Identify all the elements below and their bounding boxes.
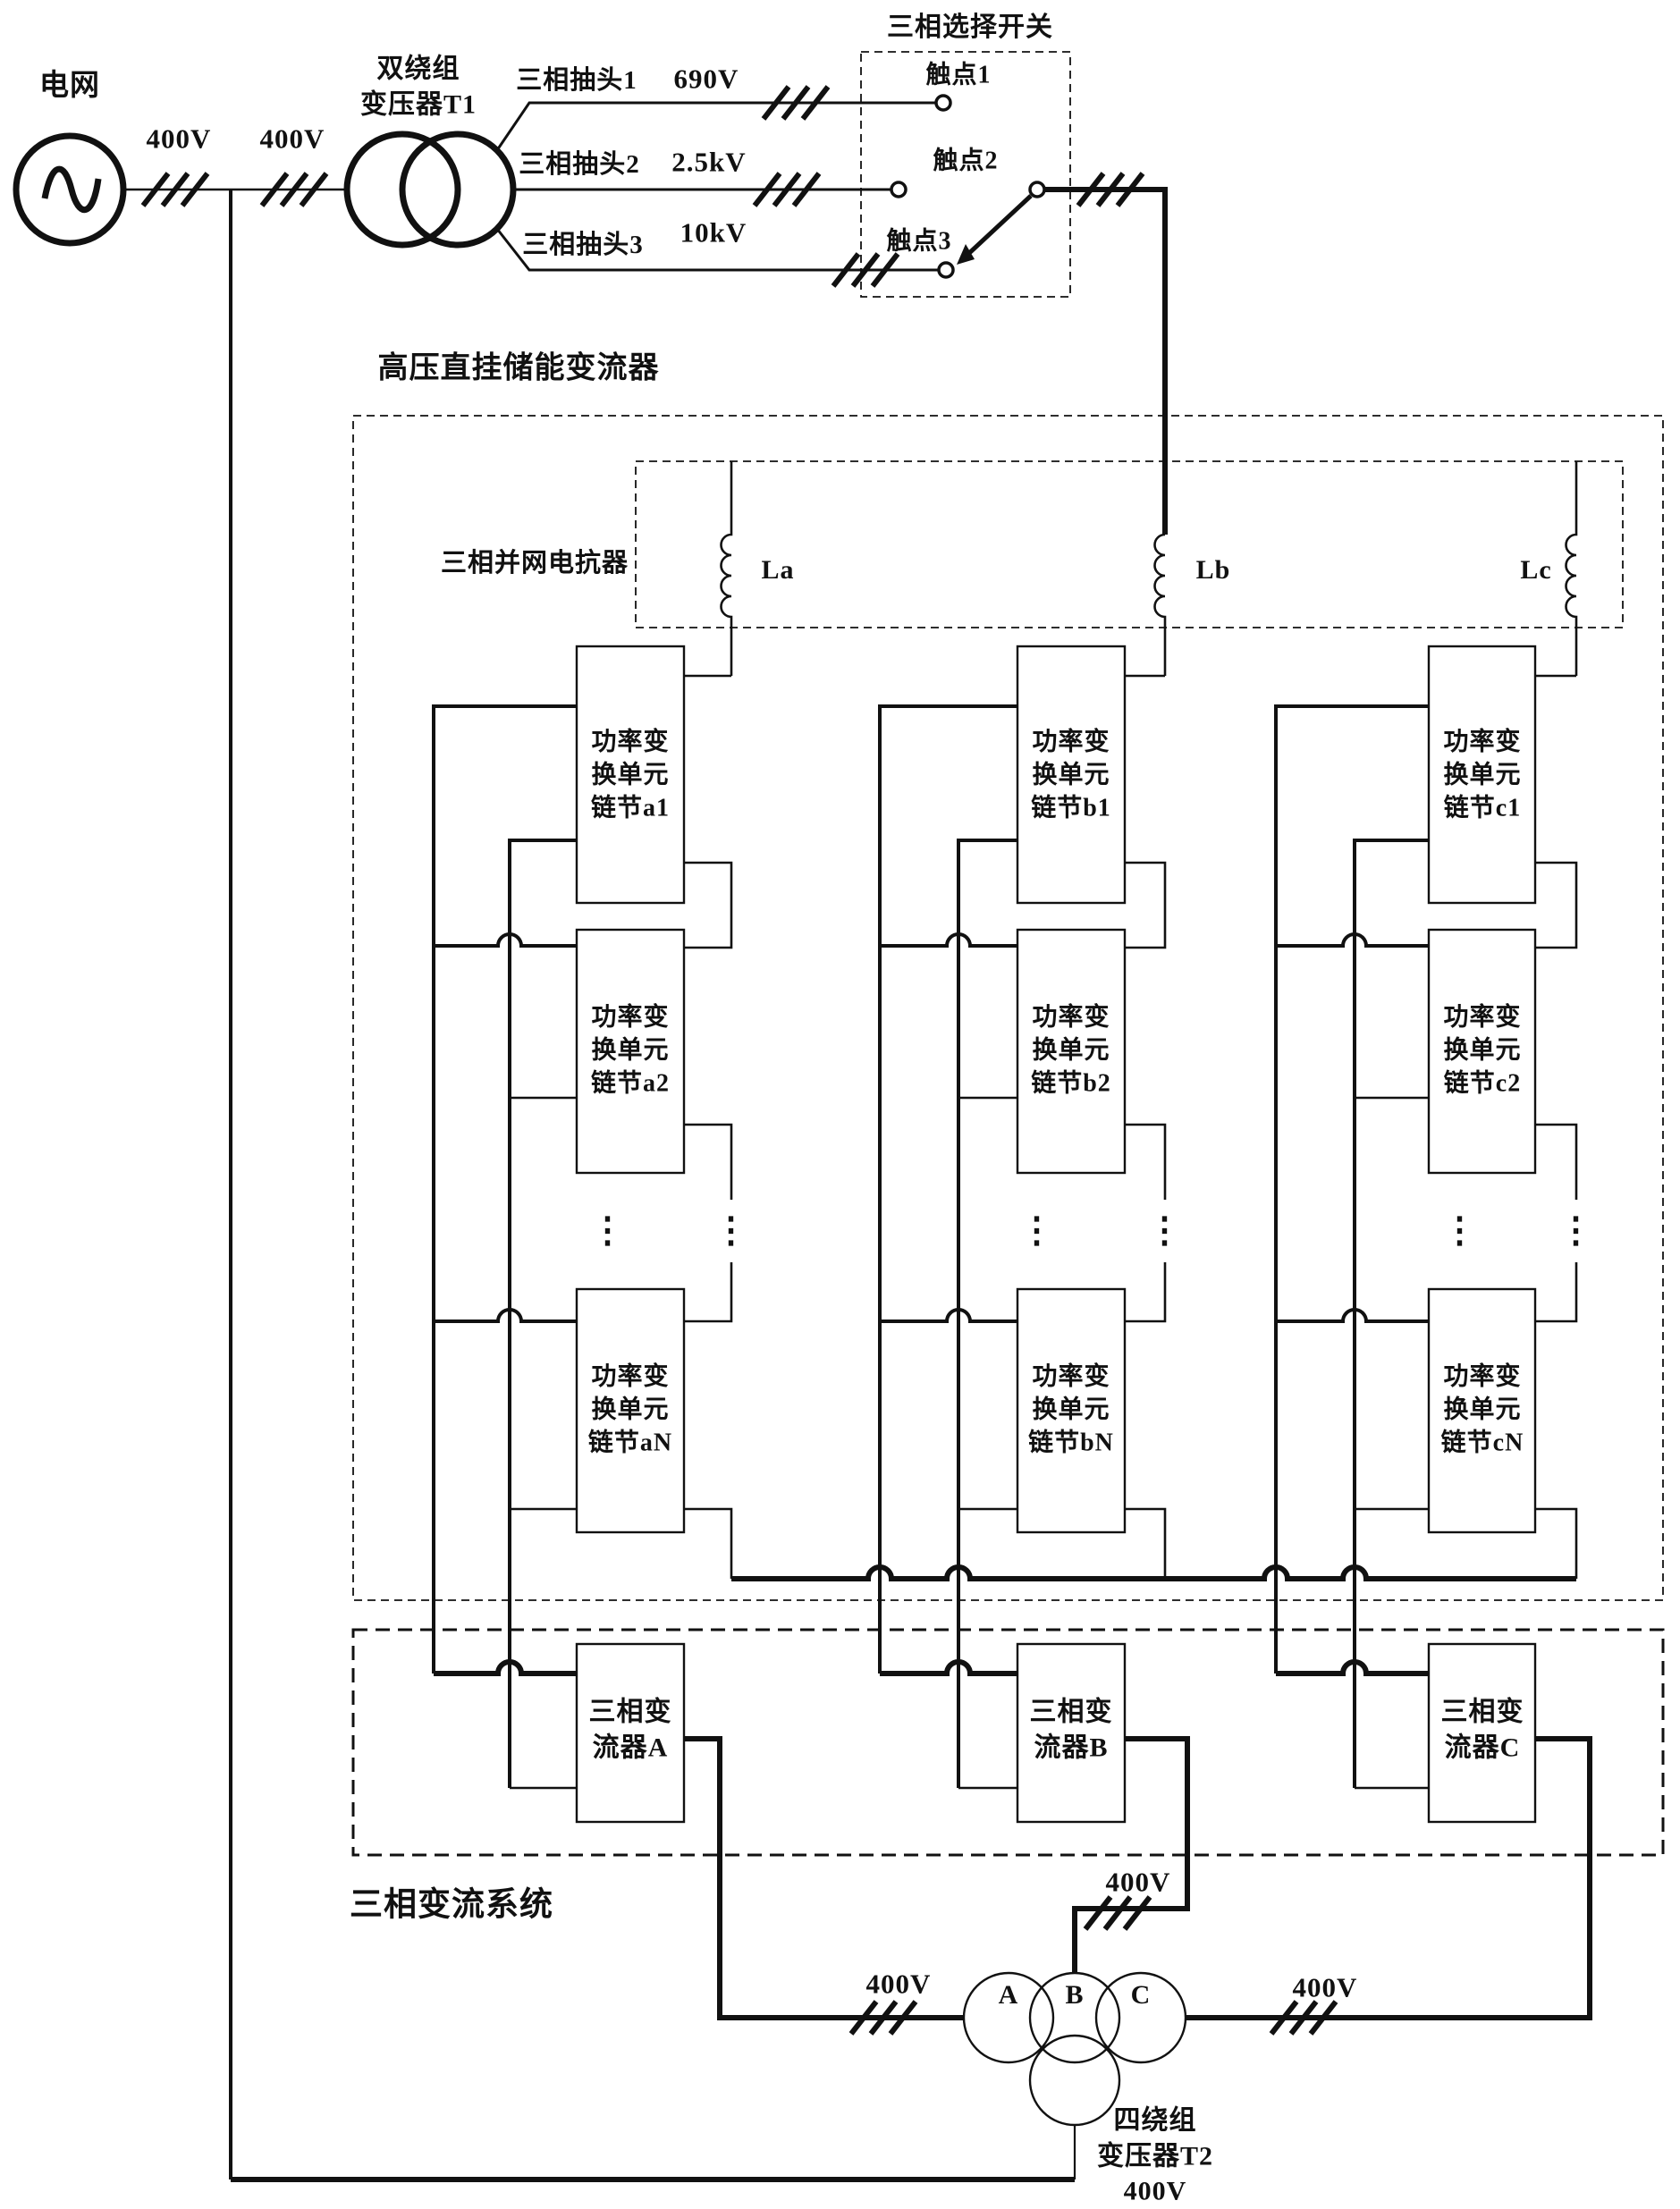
chain-unit-boxes: [575, 645, 1537, 1534]
dots-a-stack: ⋮: [589, 1210, 627, 1251]
slash-selector-out: [1078, 173, 1143, 206]
tap2-label: 三相抽头2: [519, 149, 640, 179]
dc-bus-b: [878, 704, 1017, 1790]
dc-bus-c: [1274, 704, 1429, 1790]
contact1-label: 触点1: [925, 61, 992, 89]
voltage-out-c: 400V: [1292, 1971, 1358, 2003]
voltage-grid-1: 400V: [146, 122, 212, 155]
inductor-lb-label: Lb: [1195, 555, 1231, 586]
slash-tap1: [764, 87, 828, 119]
slash-grid-1: [143, 173, 207, 206]
dots-c-stack: ⋮: [1441, 1210, 1479, 1251]
tap3-voltage: 10kV: [680, 216, 747, 249]
transformer-t1-label: 双绕组 变压器T1: [359, 54, 477, 119]
chain-unit-a1-label: 功率变 换单元 链节a1: [590, 728, 671, 822]
chain-unit-b1-label: 功率变 换单元 链节b1: [1031, 728, 1111, 822]
tap1-voltage: 690V: [673, 63, 739, 95]
ac-source-icon: [13, 132, 127, 247]
voltage-grid-2: 400V: [259, 122, 325, 155]
converter-output-c: [1186, 1736, 1592, 2020]
hv-converter-title: 高压直挂储能变流器: [377, 351, 660, 385]
converter-output-a: [684, 1736, 964, 2020]
inductor-lc-icon: [1565, 461, 1578, 676]
slash-grid-2: [262, 173, 326, 206]
contact3-label: 触点3: [886, 227, 952, 256]
inductor-la-icon: [720, 461, 733, 676]
tap2-voltage: 2.5kV: [671, 146, 747, 178]
chain-unit-b2-label: 功率变 换单元 链节b2: [1031, 1003, 1111, 1098]
chain-unit-c1-label: 功率变 换单元 链节c1: [1443, 728, 1522, 822]
chain-series-wiring-c: [1535, 674, 1578, 1579]
winding-b-letter: B: [1065, 1980, 1085, 2011]
grid-label: 电网: [39, 70, 100, 103]
inductor-lc-label: Lc: [1520, 555, 1552, 586]
dots-a-chain: ⋮: [713, 1210, 750, 1251]
slash-out-a: [851, 2002, 916, 2034]
converter-output-b: [1072, 1736, 1190, 1973]
converter-boxes: [575, 1642, 1537, 1824]
dc-bus-a: [432, 704, 577, 1790]
voltage-out-b: 400V: [1105, 1866, 1171, 1898]
chain-unit-cN-label: 功率变 换单元 链节cN: [1440, 1362, 1524, 1457]
tap-lines: [495, 101, 939, 272]
left-return-bus: [229, 190, 1076, 2182]
slash-out-b: [1085, 1897, 1150, 1929]
converter-b-label: 三相变 流器B: [1029, 1697, 1113, 1762]
converter-c-label: 三相变 流器C: [1440, 1697, 1524, 1762]
chain-unit-a2-label: 功率变 换单元 链节a2: [590, 1003, 671, 1098]
transformer-t2-label: 四绕组 变压器T2 400V: [1096, 2105, 1214, 2206]
inductor-lb-icon: [1153, 533, 1167, 676]
dots-b-stack: ⋮: [1018, 1210, 1056, 1251]
chain-series-wiring-a: [684, 674, 733, 1579]
slash-tap2: [755, 173, 819, 206]
converter-system-title: 三相变流系统: [350, 1886, 553, 1924]
selector-switch-icon: [890, 94, 1046, 279]
inductor-la-label: La: [761, 555, 795, 586]
star-point-line: [731, 1564, 1576, 1581]
dots-b-chain: ⋮: [1146, 1210, 1184, 1251]
reactor-box: [635, 460, 1624, 628]
converter-a-label: 三相变 流器A: [588, 1697, 672, 1762]
contact2-label: 触点2: [933, 147, 999, 175]
transformer-t1-icon: [343, 131, 517, 249]
converter-system-box: [351, 1628, 1665, 1857]
chain-unit-c2-label: 功率变 换单元 链节c2: [1443, 1003, 1522, 1098]
tap3-label: 三相抽头3: [522, 230, 644, 259]
selector-switch-box: [860, 51, 1071, 298]
tap1-label: 三相抽头1: [516, 65, 637, 95]
selector-switch-label: 三相选择开关: [887, 13, 1053, 43]
transformer-t2-icon: [962, 1971, 1187, 2127]
reactor-label: 三相并网电抗器: [440, 548, 629, 578]
winding-c-letter: C: [1130, 1980, 1152, 2011]
voltage-out-a: 400V: [865, 1968, 932, 2000]
chain-unit-aN-label: 功率变 换单元 链节aN: [587, 1362, 673, 1457]
chain-unit-bN-label: 功率变 换单元 链节bN: [1028, 1362, 1114, 1457]
selector-output-feeder: [1044, 187, 1168, 535]
chain-series-wiring-b: [1125, 674, 1167, 1579]
dots-c-chain: ⋮: [1558, 1210, 1595, 1251]
winding-a-letter: A: [998, 1980, 1019, 2011]
